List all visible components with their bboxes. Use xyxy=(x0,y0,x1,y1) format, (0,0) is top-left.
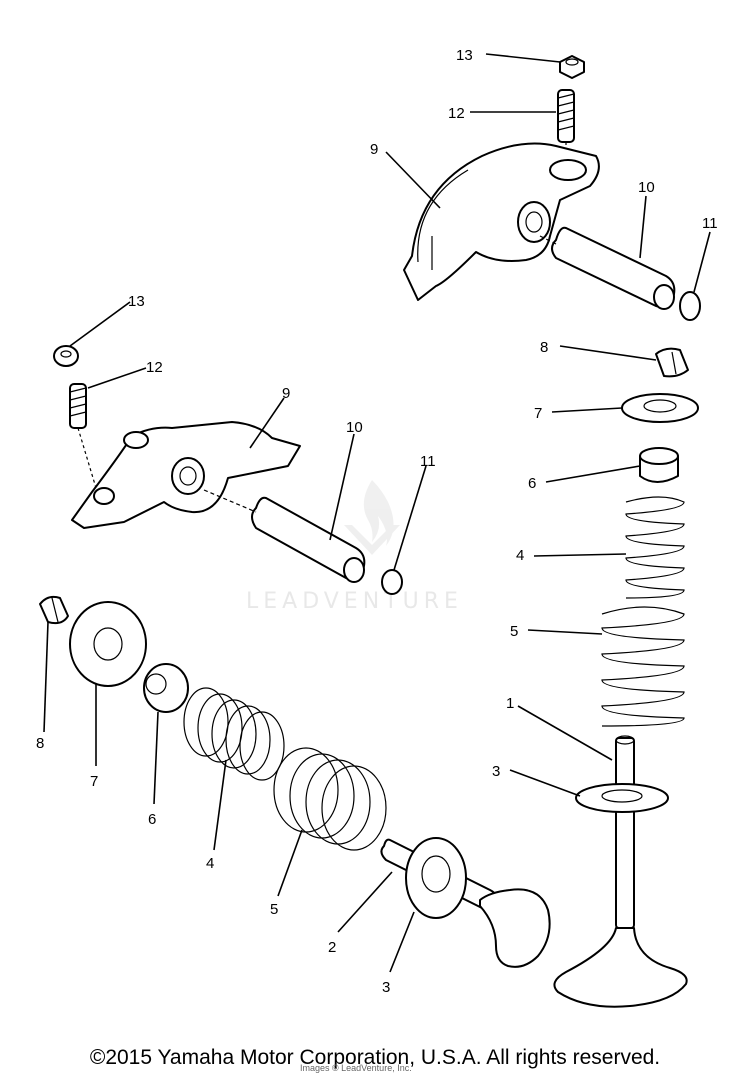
upper-shaft-10 xyxy=(539,226,676,310)
right-spring-seat-3 xyxy=(575,783,669,813)
callout-bottom-7: 7 xyxy=(90,773,98,790)
bottom-valve-2 xyxy=(380,838,551,968)
callout-left-12: 12 xyxy=(146,359,163,376)
callout-right-7: 7 xyxy=(534,405,542,422)
upper-rocker-arm-9 xyxy=(403,142,600,301)
upper-nut-13 xyxy=(559,55,585,79)
image-credit: Images © LeadVenture, Inc. xyxy=(300,1063,412,1073)
callout-bottom-2: 2 xyxy=(328,939,336,956)
callout-right-4: 4 xyxy=(516,547,524,564)
right-valve-1 xyxy=(553,735,688,1008)
callout-bottom-5: 5 xyxy=(270,901,278,918)
left-shaft-10 xyxy=(203,489,366,583)
upper-o-ring-11 xyxy=(679,291,701,321)
callout-bottom-8: 8 xyxy=(36,735,44,752)
bottom-seal-6 xyxy=(143,663,189,713)
callout-upper-12: 12 xyxy=(448,105,465,122)
callout-bottom-6: 6 xyxy=(148,811,156,828)
left-o-ring-11 xyxy=(381,569,403,595)
bottom-cotter-8 xyxy=(39,595,69,625)
right-outer-spring-5 xyxy=(601,606,685,727)
watermark-text: LEADVENTURE xyxy=(246,589,463,614)
callout-left-9: 9 xyxy=(282,385,290,402)
callout-bottom-4: 4 xyxy=(206,855,214,872)
callout-left-10: 10 xyxy=(346,419,363,436)
callout-bottom-3: 3 xyxy=(382,979,390,996)
callout-upper-11: 11 xyxy=(702,215,718,232)
right-inner-spring-4 xyxy=(625,496,685,599)
right-seal-6 xyxy=(639,447,679,483)
left-stud-12 xyxy=(69,383,97,489)
callout-upper-10: 10 xyxy=(638,179,655,196)
callout-upper-13: 13 xyxy=(456,47,473,64)
bottom-inner-spring-4 xyxy=(183,687,285,781)
left-rocker-arm-9 xyxy=(71,421,301,529)
callout-right-3: 3 xyxy=(492,763,500,780)
callout-left-13: 13 xyxy=(128,293,145,310)
right-cotter-8 xyxy=(655,347,689,378)
bottom-retainer-7 xyxy=(69,601,147,687)
callout-right-6: 6 xyxy=(528,475,536,492)
bottom-outer-spring-5 xyxy=(273,747,387,851)
leadventure-watermark: LEADVENTURE xyxy=(246,480,463,614)
callout-left-11: 11 xyxy=(420,453,436,470)
callout-right-1: 1 xyxy=(506,695,514,712)
copyright-notice: ©2015 Yamaha Motor Corporation, U.S.A. A… xyxy=(89,1046,661,1069)
right-retainer-7 xyxy=(621,393,699,423)
callout-right-5: 5 xyxy=(510,623,518,640)
left-nut-13 xyxy=(53,345,79,367)
bottom-spring-seat-3 xyxy=(405,837,467,919)
callout-right-8: 8 xyxy=(540,339,548,356)
callout-upper-9: 9 xyxy=(370,141,378,158)
